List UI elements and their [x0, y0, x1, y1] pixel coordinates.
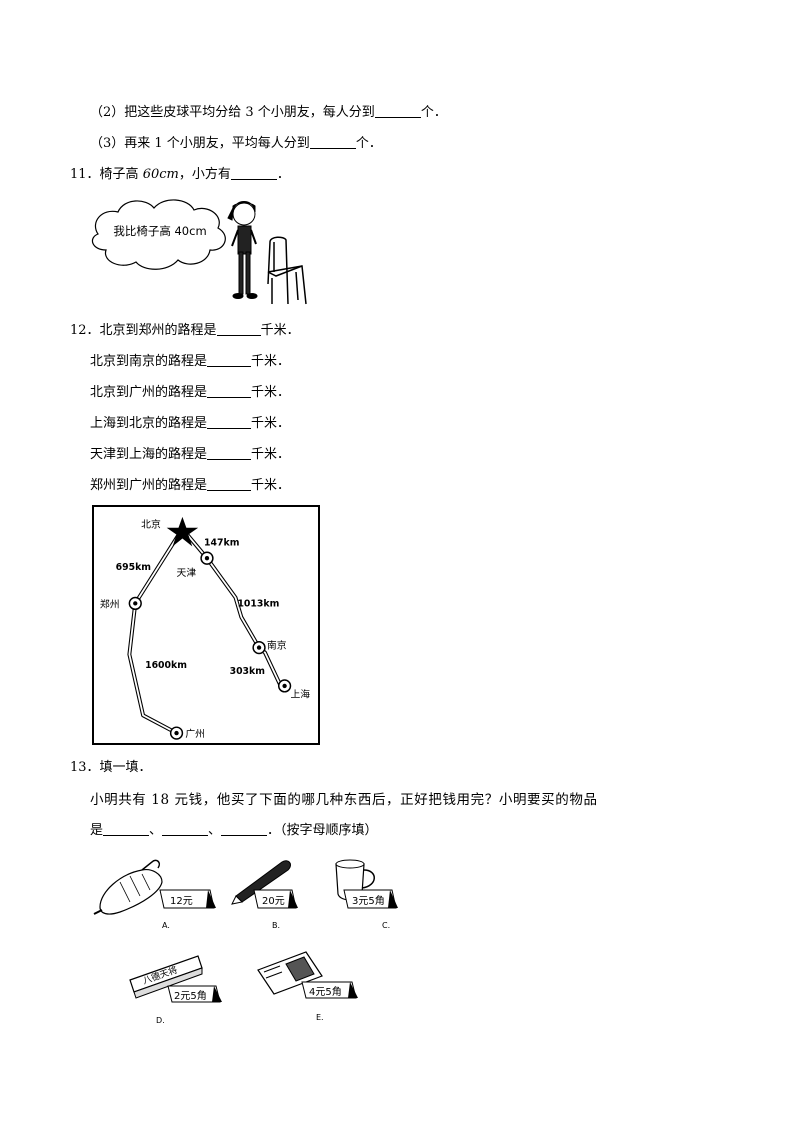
speech-cloud — [91, 199, 226, 270]
answer-blank[interactable] — [103, 823, 150, 836]
pen-icon — [235, 860, 291, 903]
item-letter-a: A. — [162, 921, 170, 930]
item-letter-c: C. — [382, 921, 390, 930]
answer-blank[interactable] — [230, 167, 277, 180]
distance-nj-sh: 303km — [230, 666, 265, 677]
answer-blank[interactable] — [216, 323, 261, 336]
distance-bj-tj: 147km — [204, 537, 239, 548]
answer-blank[interactable] — [207, 354, 252, 367]
umbrella-icon — [99, 869, 163, 915]
q12-row-3: 北京到广州的路程是千米． — [90, 385, 291, 400]
q12-row-1: 12．北京到郑州的路程是千米． — [70, 323, 300, 338]
item-letter-d: D. — [156, 1016, 165, 1025]
city-label-guangzhou: 广州 — [185, 728, 205, 740]
speech-text: 我比椅子高 40cm — [113, 224, 206, 238]
q13-line1: 小明共有 18 元钱，他买了下面的哪几种东西后，正好把钱用完？小明要买的物品 — [90, 792, 598, 808]
item-d-pencil-box: 八德天将 2元5角 D. — [129, 955, 222, 1025]
chair-figure — [267, 236, 307, 305]
price-tag-e: 4元5角 — [309, 986, 342, 998]
item-c-cup: 3元5角 C. — [335, 859, 398, 930]
price-tag-a: 12元 — [170, 896, 193, 907]
answer-blank[interactable] — [374, 105, 421, 118]
distance-tj-nj: 1013km — [237, 598, 279, 609]
item-a-umbrella: 12元 A. — [93, 859, 216, 930]
price-tag-d: 2元5角 — [174, 990, 207, 1002]
city-label-beijing: 北京 — [141, 518, 161, 531]
q11-text: 11．椅子高 60cm，小方有． — [70, 167, 290, 182]
q12-row-6: 郑州到广州的路程是千米． — [90, 478, 291, 493]
item-e-book: 4元5角 E. — [257, 951, 358, 1022]
price-tag-b: 20元 — [262, 896, 285, 907]
route-map: 北京 天津 郑州 南京 上海 广州 147km 695km 1013km 303… — [92, 505, 320, 745]
q12-row-2: 北京到南京的路程是千米． — [90, 354, 291, 369]
item-letter-b: B. — [272, 921, 280, 930]
q13-line2: 是、、．（按字母顺序填） — [90, 823, 378, 838]
city-label-shanghai: 上海 — [290, 688, 310, 701]
item-b-pen: 20元 B. — [231, 860, 298, 930]
answer-blank[interactable] — [221, 823, 268, 836]
price-tag-c: 3元5角 — [352, 895, 385, 907]
q10-part3: （3）再来 1 个小朋友，平均每人分到个． — [90, 136, 382, 151]
answer-blank[interactable] — [207, 478, 252, 491]
girl-figure — [227, 201, 258, 299]
distance-zz-gz: 1600km — [145, 660, 187, 671]
answer-blank[interactable] — [309, 136, 356, 149]
city-label-tianjin: 天津 — [177, 567, 197, 579]
city-label-zhengzhou: 郑州 — [100, 597, 120, 610]
q12-row-5: 天津到上海的路程是千米． — [90, 447, 291, 462]
q13-title: 13．填一填． — [70, 760, 152, 775]
answer-blank[interactable] — [207, 416, 252, 429]
answer-blank[interactable] — [162, 823, 209, 836]
q12-row-4: 上海到北京的路程是千米． — [90, 416, 291, 431]
distance-bj-zz: 695km — [116, 562, 151, 573]
girl-chair-illustration: 我比椅子高 40cm — [91, 199, 307, 305]
answer-blank[interactable] — [207, 385, 252, 398]
shopping-items: 12元 A. 20元 B. 3元5角 C. 八德天将 2元5角 D. 4元5 — [93, 859, 398, 1025]
beijing-star-icon — [166, 516, 199, 547]
city-label-nanjing: 南京 — [267, 639, 287, 652]
answer-blank[interactable] — [207, 447, 252, 460]
q10-part2: （2）把这些皮球平均分给 3 个小朋友，每人分到个． — [90, 105, 447, 120]
item-letter-e: E. — [316, 1013, 324, 1022]
